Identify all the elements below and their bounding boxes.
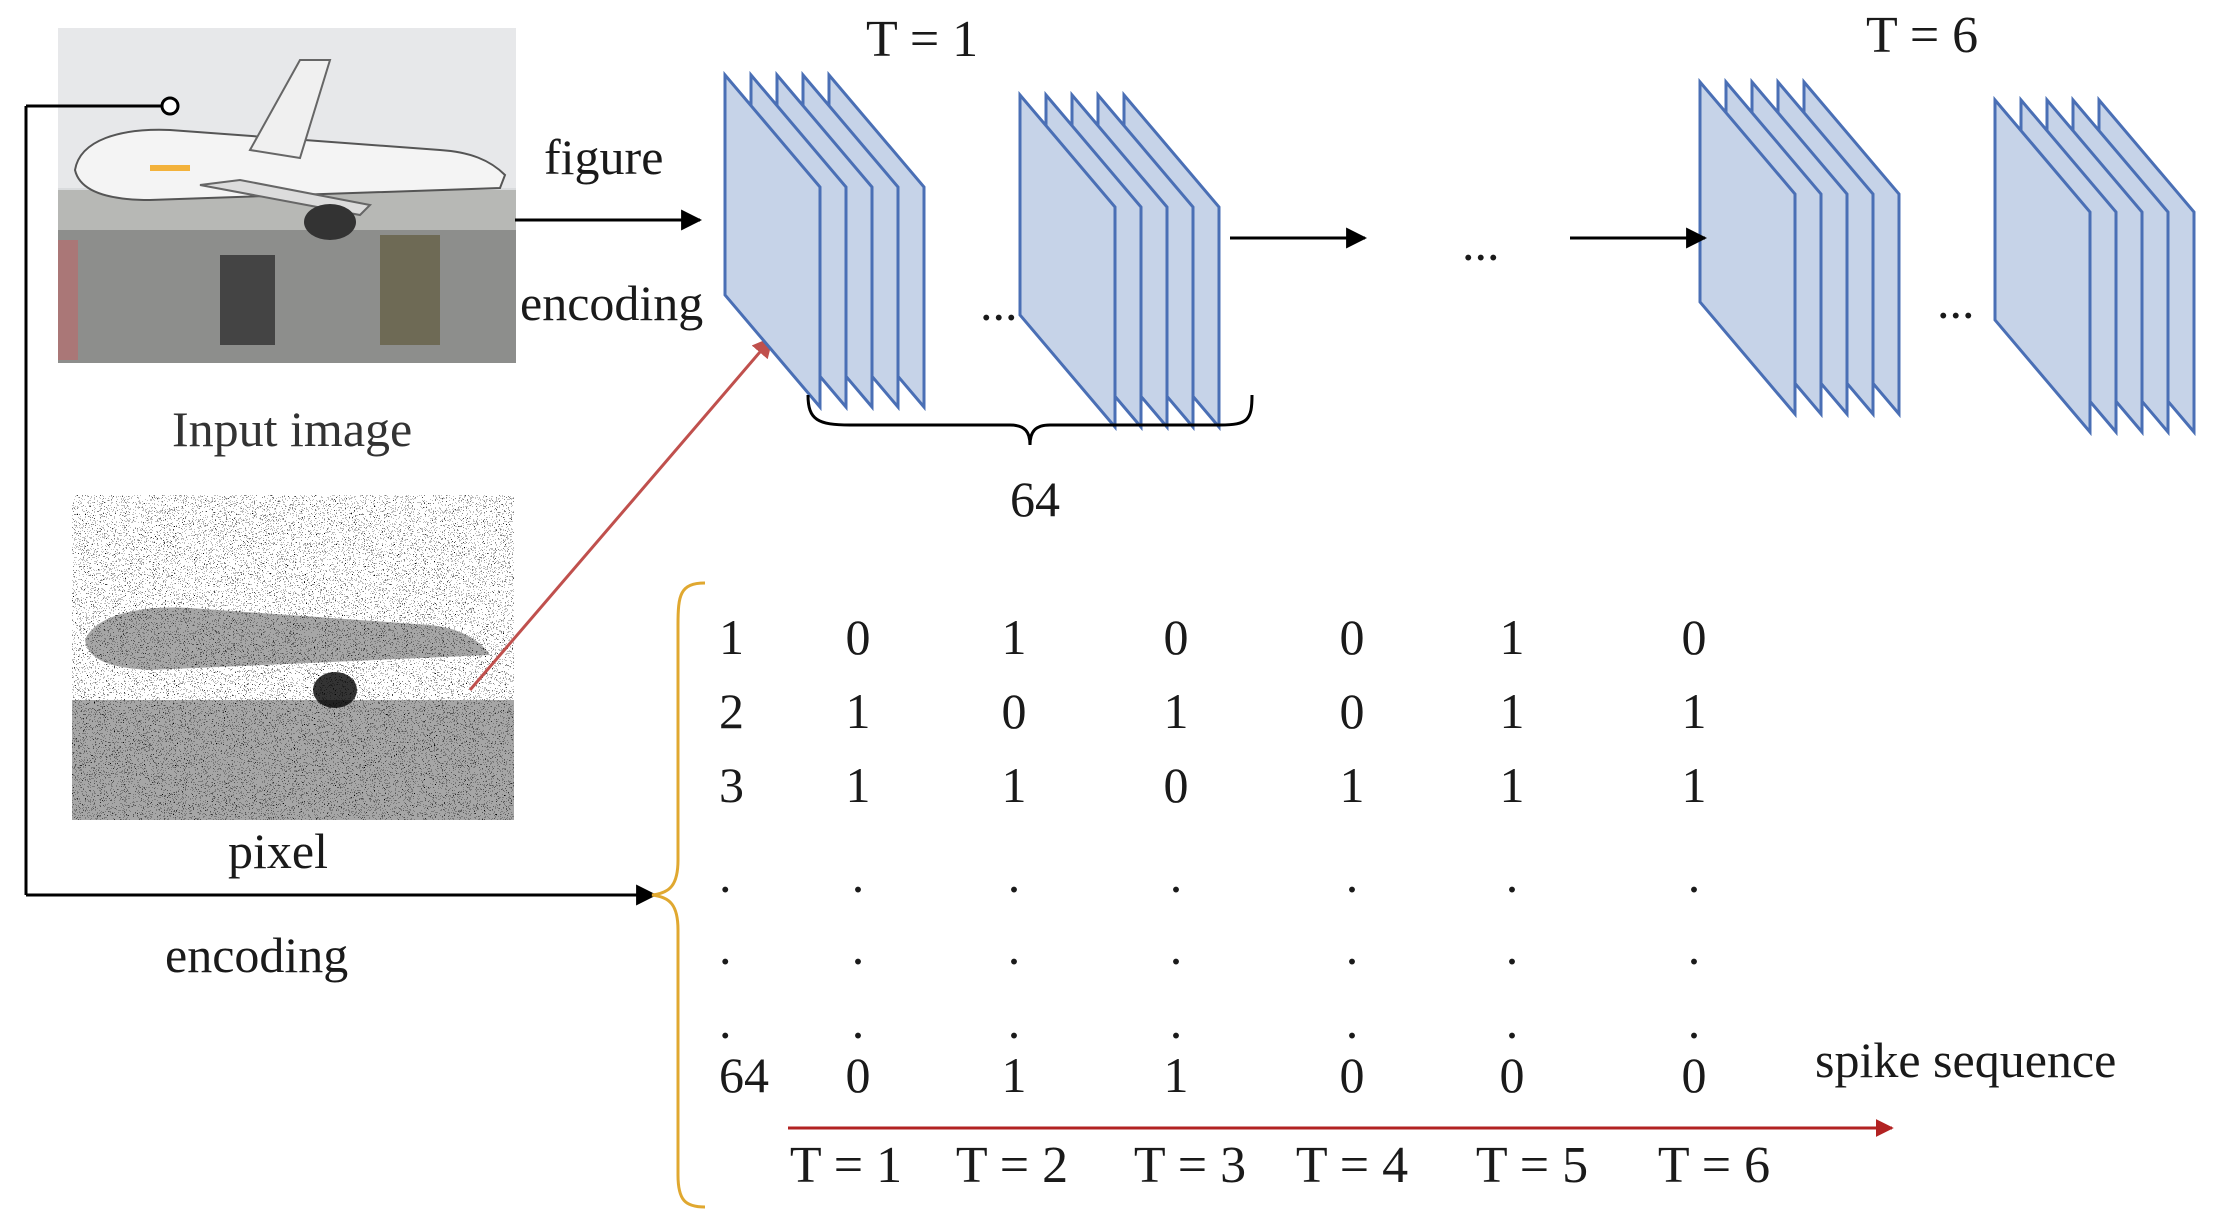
spike-cell: . (851, 993, 865, 1049)
spike-cell: 1 (845, 683, 871, 739)
channel-brace (806, 394, 1254, 446)
spike-cell: . (1505, 993, 1519, 1049)
spike-row-label: 64 (719, 1047, 769, 1103)
spike-cell: . (1007, 847, 1021, 903)
spike-row-label: 2 (719, 683, 744, 739)
spike-cell: 1 (1339, 757, 1365, 813)
spike-cell: 1 (1499, 683, 1525, 739)
spike-cell: 0 (1681, 1047, 1707, 1103)
input-image-caption: Input image (172, 401, 413, 457)
spike-cell: 0 (1681, 609, 1707, 665)
spike-cell: . (851, 919, 865, 975)
spike-row-label: 1 (719, 609, 744, 665)
feature-map-stack (1698, 77, 1901, 419)
spike-cell: 0 (1339, 1047, 1365, 1103)
spike-cell: . (1345, 847, 1359, 903)
spike-time-label: T = 2 (955, 1137, 1069, 1194)
spike-cell: 0 (1339, 609, 1365, 665)
figure-label: figure (544, 129, 664, 185)
spike-time-label: T = 3 (1133, 1137, 1247, 1194)
spike-cell: 0 (845, 1047, 871, 1103)
spike-table-brace (651, 581, 706, 1209)
spike-time-label: T = 4 (1295, 1137, 1409, 1194)
spike-row-label: 3 (719, 757, 744, 813)
time-label-t1-top: T = 1 (866, 11, 979, 68)
feature-map-stack (1018, 90, 1221, 432)
airplane-noise-icon (72, 495, 514, 820)
spike-cell: 0 (1163, 609, 1189, 665)
spike-cell: 0 (845, 609, 871, 665)
spike-cell: 1 (1001, 1047, 1027, 1103)
spike-cell: . (1345, 993, 1359, 1049)
encoding-top-label: encoding (520, 275, 704, 331)
feature-map-stack (723, 70, 926, 412)
spike-time-label: T = 1 (789, 1137, 903, 1194)
feature-map-layer (1993, 95, 2092, 437)
feature-map-stack (1993, 95, 2196, 437)
spike-cell: 1 (1681, 757, 1707, 813)
spike-row-label: . (719, 993, 732, 1049)
spike-cell: . (1687, 919, 1701, 975)
spike-cell: . (1169, 847, 1183, 903)
spike-cell: . (1169, 919, 1183, 975)
spike-cell: 1 (1163, 683, 1189, 739)
spike-cell: 0 (1499, 1047, 1525, 1103)
pixel-encoding-path (24, 96, 658, 906)
spike-cell: . (1007, 993, 1021, 1049)
spike-cell: . (1345, 919, 1359, 975)
spike-sequence-label: spike sequence (1815, 1032, 2117, 1088)
spike-cell: . (1505, 847, 1519, 903)
ellipsis-group-3: ... (1937, 273, 1975, 329)
feature-map-layer (723, 70, 822, 412)
spike-time-label: T = 5 (1475, 1137, 1589, 1194)
spike-cell: 1 (1681, 683, 1707, 739)
feature-map-layer (1018, 90, 1117, 432)
time-label-t6-top: T = 6 (1866, 7, 1979, 64)
channel-count-label: 64 (1010, 471, 1060, 527)
spike-cell: . (1505, 919, 1519, 975)
ellipsis-middle: ... (1462, 215, 1500, 271)
spike-cell: 0 (1001, 683, 1027, 739)
feature-map-stacks (723, 70, 2196, 437)
spike-cell: . (1169, 993, 1183, 1049)
spike-cell: 0 (1339, 683, 1365, 739)
encoding-bottom-label: encoding (165, 927, 349, 983)
pixel-to-feature-arrow (468, 336, 774, 691)
ellipsis-group-1: ... (980, 275, 1018, 331)
spike-row-label: . (719, 919, 732, 975)
spike-time-label: T = 6 (1657, 1137, 1771, 1194)
airplane-photo-icon (58, 28, 516, 363)
spike-cell: . (851, 847, 865, 903)
spike-cell: 0 (1163, 757, 1189, 813)
spike-cell: 1 (1163, 1047, 1189, 1103)
spike-cell: . (1687, 847, 1701, 903)
spike-cell: 1 (1499, 757, 1525, 813)
spike-row-label: . (719, 847, 732, 903)
spike-cell: . (1687, 993, 1701, 1049)
spike-cell: 1 (1001, 757, 1027, 813)
pixel-caption: pixel (228, 823, 328, 879)
spike-cell: 1 (1499, 609, 1525, 665)
spike-cell: . (1007, 919, 1021, 975)
spike-cell: 1 (845, 757, 871, 813)
spike-cell: 1 (1001, 609, 1027, 665)
